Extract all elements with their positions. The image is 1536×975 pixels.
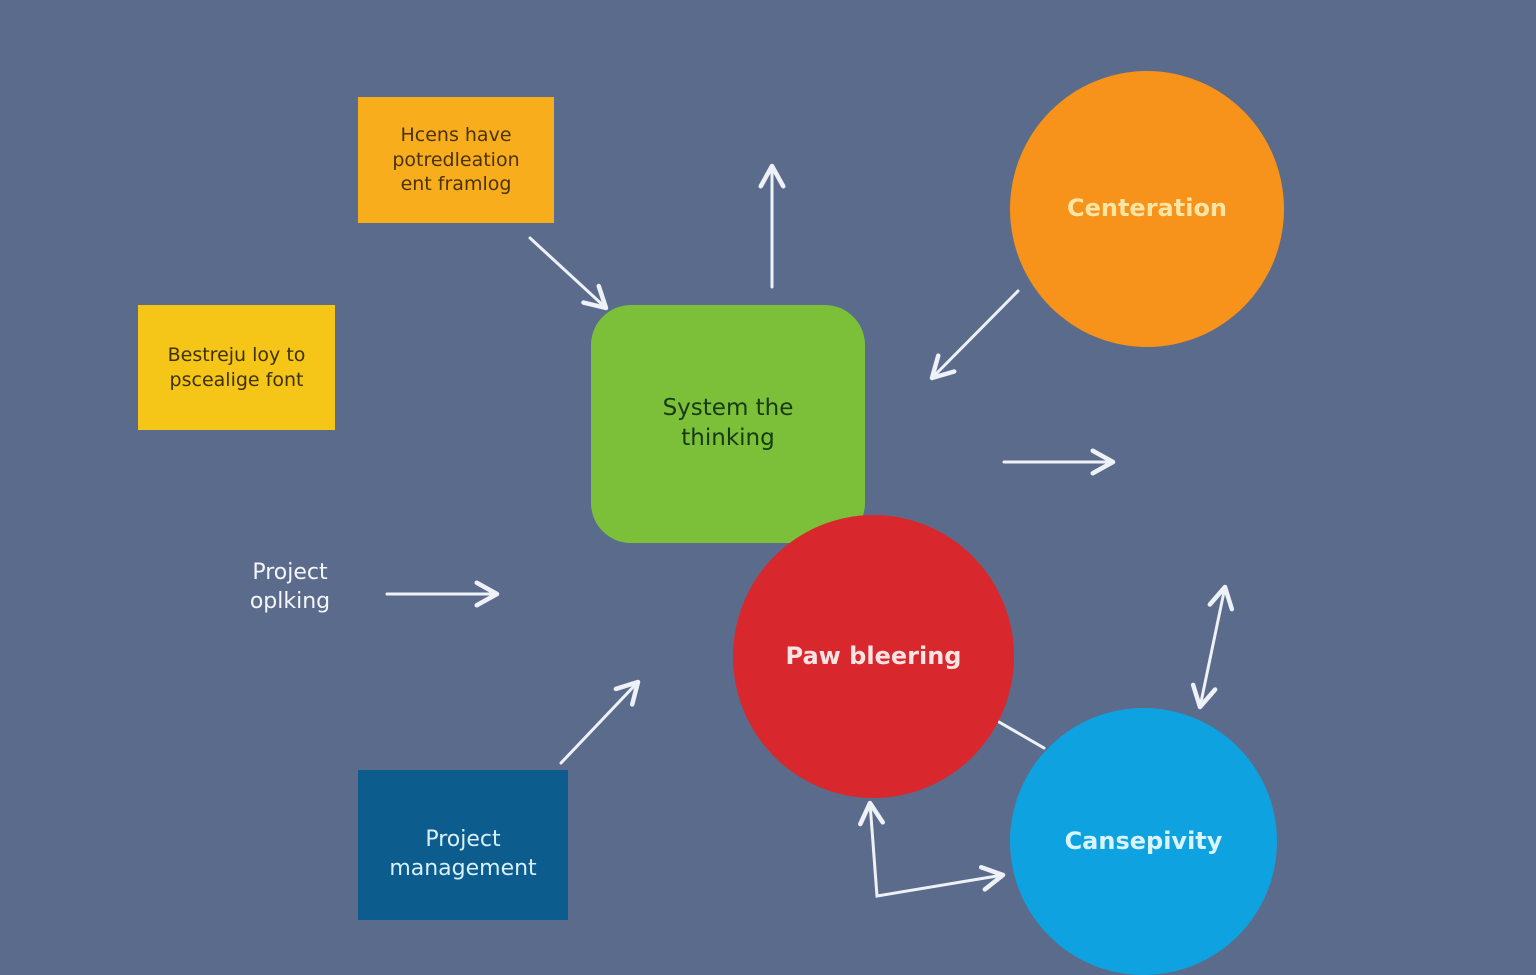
connector-red-to-blue <box>997 720 1046 750</box>
label-project-oplking: Project oplking <box>249 560 331 615</box>
node-yellow-box: Bestreju loy to pscealige font <box>138 305 335 430</box>
node-yellow-box-label: Bestreju loy to pscealige font <box>167 343 306 391</box>
node-orange-box-label: Hcens have potredleation ent framlog <box>392 123 520 196</box>
node-cansepivity: Cansepivity <box>1010 708 1277 975</box>
node-system-thinking-label: System the thinking <box>662 395 794 451</box>
node-paw-bleering: Paw bleering <box>733 515 1014 798</box>
node-orange-box: Hcens have potredleation ent framlog <box>358 97 554 223</box>
node-project-management: Project management <box>358 770 568 920</box>
node-cansepivity-label: Cansepivity <box>1064 827 1223 855</box>
diagram-canvas: Hcens have potredleation ent framlog Bes… <box>138 71 1284 975</box>
arrow-layer <box>385 163 1235 898</box>
node-centeration-label: Centeration <box>1066 194 1228 223</box>
node-centeration: Centeration <box>1010 71 1284 347</box>
node-system-thinking: System the thinking <box>591 305 865 543</box>
node-project-management-label: Project management <box>389 827 537 881</box>
arrow-centeration-to-green <box>929 289 1020 381</box>
node-paw-bleering-label: Paw bleering <box>785 641 962 670</box>
arrow-orange-box-to-green <box>528 236 609 311</box>
arrow-management-up-right <box>559 679 641 765</box>
arrow-corner-to-red-and-blue <box>858 800 1006 898</box>
arrow-blue-bidirectional <box>1190 584 1235 710</box>
